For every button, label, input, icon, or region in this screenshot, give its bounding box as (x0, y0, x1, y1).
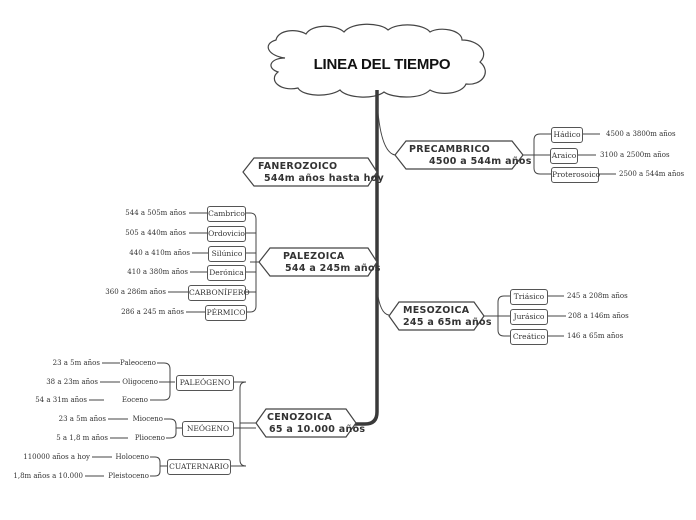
epoch-plioceno-range: 5 a 1,8 m años (56, 434, 108, 442)
epoch-oligoceno-range: 38 a 23m años (46, 378, 98, 386)
period-deronica-range: 410 a 380m años (127, 268, 188, 276)
cenozoica-label[interactable]: CENOZOICA 65 a 10.000 años (267, 412, 365, 436)
epoch-paleoceno[interactable]: Paleoceno (120, 359, 156, 367)
cenozoica-name: CENOZOICA (267, 412, 333, 423)
precambrico-label[interactable]: PRECAMBRICO 4500 a 544m años (409, 144, 532, 168)
precambrico-range: 4500 a 544m años (429, 156, 532, 167)
period-ordovicio-range: 505 a 440m años (125, 229, 186, 237)
fanerozoico-name: FANEROZOICO (258, 161, 338, 172)
cenozoica-range: 65 a 10.000 años (269, 424, 366, 435)
epoch-eoceno-range: 54 a 31m años (35, 396, 87, 404)
era-araico-range: 3100 a 2500m años (600, 151, 670, 159)
period-jurasico[interactable]: Jurásico (510, 309, 548, 325)
epoch-plioceno[interactable]: Plioceno (134, 434, 165, 442)
epoch-mioceno[interactable]: Mioceno (132, 415, 163, 423)
period-jurasico-range: 208 a 146m años (568, 312, 629, 320)
epoch-pleistoceno-range: 1,8m años a 10.000 (13, 472, 83, 480)
period-neogeno[interactable]: NEÓGENO (182, 421, 234, 437)
epoch-paleoceno-range: 23 a 5m años (52, 359, 100, 367)
period-creatico[interactable]: Creático (510, 329, 548, 345)
cenozoica-node-shape (255, 408, 357, 438)
epoch-pleistoceno[interactable]: Pleistoceno (108, 472, 149, 480)
period-deronica[interactable]: Derónica (207, 265, 246, 281)
epoch-oligoceno[interactable]: Oligoceno (122, 378, 158, 386)
period-silunico-range: 440 a 410m años (129, 249, 190, 257)
period-permico-range: 286 a 245 m años (121, 308, 184, 316)
precambrico-name: PRECAMBRICO (409, 144, 490, 155)
period-carbonifero-range: 360 a 286m años (105, 288, 166, 296)
period-ordovicio[interactable]: Ordovicio (207, 226, 246, 242)
period-permico[interactable]: PÉRMICO (205, 305, 247, 321)
mesozoica-range: 245 a 65m años (403, 317, 492, 328)
page-title: LINEA DEL TIEMPO (313, 56, 451, 73)
epoch-eoceno[interactable]: Eoceno (121, 396, 148, 404)
era-araico[interactable]: Araico (550, 148, 578, 164)
period-triasico[interactable]: Triásico (510, 289, 548, 305)
period-creatico-range: 146 a 65m años (567, 332, 624, 340)
period-carbonifero[interactable]: CARBONÍFERO (188, 285, 250, 301)
era-proterosoico-range: 2500 a 544m años (619, 170, 685, 178)
fanerozoico-node-shape (242, 157, 378, 187)
fanerozoico-range: 544m años hasta hoy (264, 173, 384, 184)
era-hadico-range: 4500 a 3800m años (606, 130, 676, 138)
epoch-mioceno-range: 23 a 5m años (58, 415, 106, 423)
era-proterosoico[interactable]: Proterosoico (551, 167, 600, 183)
period-cambrico[interactable]: Cambrico (207, 206, 246, 222)
mesozoica-label[interactable]: MESOZOICA 245 a 65m años (403, 305, 492, 329)
period-triasico-range: 245 a 208m años (567, 292, 628, 300)
title-cloud-shape (267, 23, 486, 98)
paleozoica-node-shape (258, 247, 378, 277)
era-hadico[interactable]: Hádico (551, 127, 583, 143)
epoch-holoceno[interactable]: Holoceno (115, 453, 149, 461)
paleozoica-name: PALEZOICA (283, 251, 345, 262)
period-cambrico-range: 544 a 505m años (125, 209, 186, 217)
period-silunico[interactable]: Silúnico (208, 246, 246, 262)
mesozoica-name: MESOZOICA (403, 305, 470, 316)
fanerozoico-label[interactable]: FANEROZOICO 544m años hasta hoy (258, 161, 384, 185)
period-paleogeno[interactable]: PALEÓGENO (176, 375, 234, 391)
epoch-holoceno-range: 110000 años a hoy (23, 453, 90, 461)
period-cuaternario[interactable]: CUATERNARIO (167, 459, 231, 475)
paleozoica-range: 544 a 245m años (285, 263, 381, 274)
paleozoica-label[interactable]: PALEZOICA 544 a 245m años (283, 251, 381, 275)
